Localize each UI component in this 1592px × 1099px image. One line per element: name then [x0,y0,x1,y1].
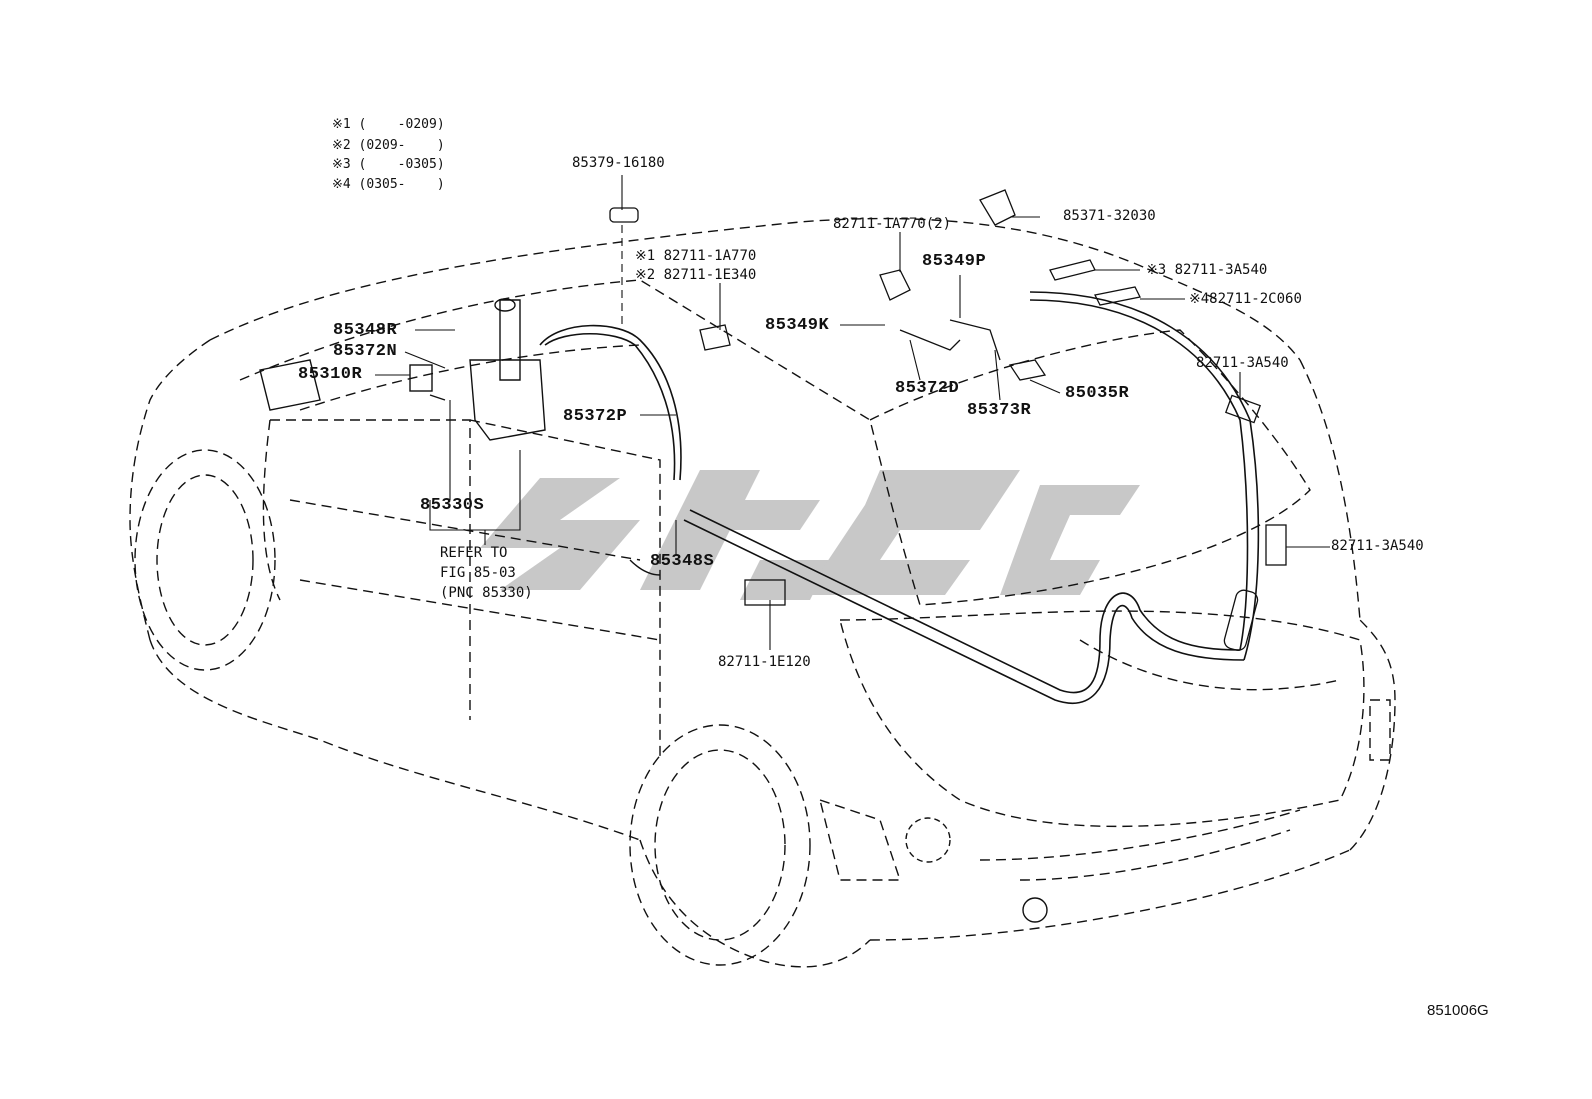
part-label-85372p[interactable]: 85372P [563,407,628,426]
car-body-outline [129,217,1396,968]
part-label-82711-2c060-s4[interactable]: ※482711-2C060 [1189,291,1302,307]
leader-lines [375,175,1330,650]
part-label-85349p[interactable]: 85349P [922,252,987,271]
part-label-82711-3a540-s3[interactable]: ※3 82711-3A540 [1146,262,1268,278]
legend-line-1: ※1 ( -0209) [332,117,445,132]
part-label-85371-32030[interactable]: 85371-32030 [1063,208,1156,224]
part-label-85035r[interactable]: 85035R [1065,384,1130,403]
diagram-id: 851006G [1427,1002,1489,1019]
part-label-85310r[interactable]: 85310R [298,365,363,384]
part-label-85348s[interactable]: 85348S [650,552,715,571]
part-label-82711-3a540-a[interactable]: 82711-3A540 [1196,355,1289,371]
part-label-82711-1e340-s2[interactable]: ※2 82711-1E340 [635,267,757,283]
refer-note-line-1: REFER TO [440,545,508,561]
part-label-82711-3a540-b[interactable]: 82711-3A540 [1331,538,1424,554]
part-label-85372d[interactable]: 85372D [895,379,960,398]
legend-line-2: ※2 (0209- ) [332,138,445,153]
legend-line-3: ※3 ( -0305) [332,157,445,172]
refer-note-line-3: (PNC 85330) [440,585,533,601]
part-label-85379-16180[interactable]: 85379-16180 [572,155,665,171]
part-label-85372n[interactable]: 85372N [333,342,398,361]
part-label-85348r[interactable]: 85348R [333,321,398,340]
washer-reservoir [409,298,546,441]
washer-hoses [539,291,1260,705]
part-label-85373r[interactable]: 85373R [967,401,1032,420]
part-label-82711-1e120[interactable]: 82711-1E120 [718,654,811,670]
part-label-85330s[interactable]: 85330S [420,496,485,515]
legend-line-4: ※4 (0305- ) [332,177,445,192]
part-label-82711-1a770-s1[interactable]: ※1 82711-1A770 [635,248,757,264]
part-label-85349k[interactable]: 85349K [765,316,830,335]
refer-note-line-2[interactable]: FIG 85-03 [440,565,516,581]
part-label-82711-1a770-2[interactable]: 82711-1A770(2) [833,216,952,232]
small-parts [609,189,1287,651]
